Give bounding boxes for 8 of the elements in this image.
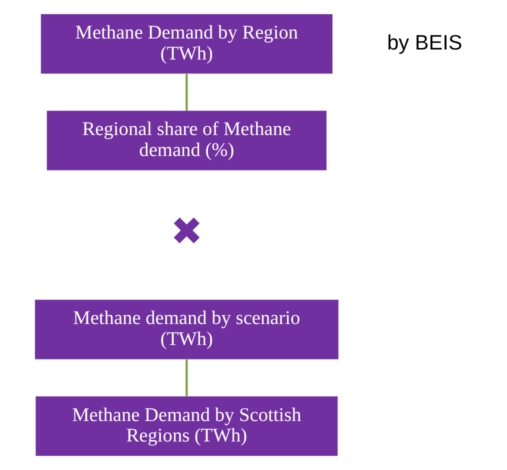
connector bbox=[185, 360, 188, 396]
node-box: Methane Demand by Region (TWh) bbox=[40, 14, 332, 74]
node-box: Methane demand by scenario (TWh) bbox=[34, 300, 338, 360]
node-box: Methane Demand by Scottish Regions (TWh) bbox=[35, 396, 338, 456]
node-label: by BEIS bbox=[386, 31, 462, 54]
label: ✖ bbox=[170, 209, 202, 254]
node-box: Regional share of Methane demand (%) bbox=[46, 110, 326, 170]
connector bbox=[185, 74, 188, 111]
